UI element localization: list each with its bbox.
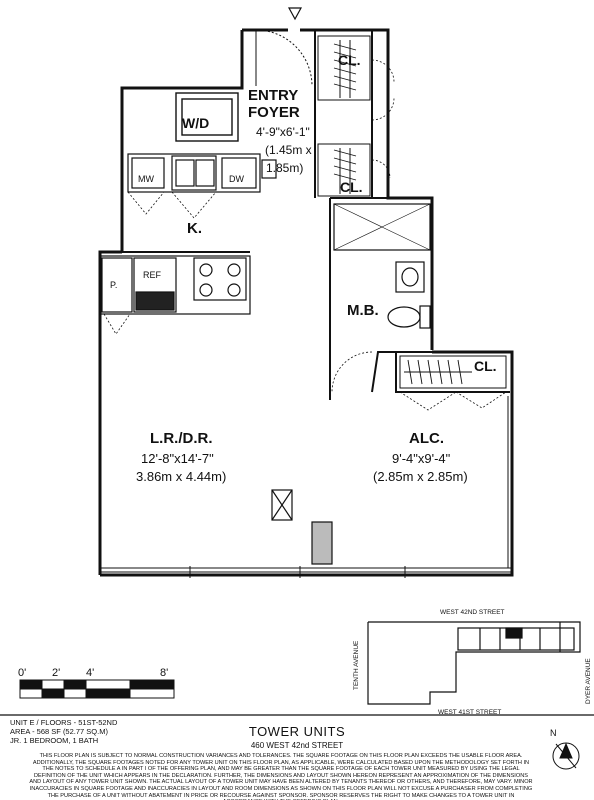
keyplan-east-avenue: DYER AVENUE: [585, 658, 592, 704]
hanger-marks: [333, 43, 357, 181]
hanger-marks-alcove: [407, 359, 463, 385]
interior-walls: [122, 30, 510, 400]
toilet: [387, 305, 431, 329]
alcove-dim-imperial: 9'-4"x9'-4": [392, 451, 451, 466]
building-address: 460 WEST 42nd STREET: [250, 741, 344, 750]
keyplan-south-street: WEST 41ST STREET: [438, 709, 501, 716]
closet-alcove-label: CL.: [474, 358, 497, 374]
entry-marker-icon: [287, 7, 303, 21]
footer: UNIT E / FLOORS - 51ST-52ND AREA - 568 S…: [0, 716, 594, 800]
column-shaft: [271, 489, 293, 521]
compass-icon: [552, 742, 580, 770]
bath-sink: [395, 261, 425, 293]
pantry-door-swing: [103, 313, 131, 335]
living-dining-dim-metric: 3.86m x 4.44m): [136, 469, 226, 484]
living-dining-name: L.R./D.R.: [150, 430, 213, 447]
scale-label-0: 0': [18, 667, 26, 679]
microwave-label: MW: [138, 174, 154, 184]
entry-door: [255, 29, 313, 87]
pantry-label: P.: [110, 280, 117, 290]
alcove-name: ALC.: [409, 430, 444, 447]
unit-type: JR. 1 BEDROOM, 1 BATH: [10, 736, 99, 745]
closet-top: [317, 35, 371, 101]
closet-top-label: CL.: [338, 52, 361, 68]
scale-bar: [19, 679, 175, 699]
bath-door-swing: [331, 351, 373, 393]
kitchen-counter-bottom: [99, 255, 251, 315]
building-title: TOWER UNITS: [248, 724, 346, 739]
entry-foyer-dim-1: 4'-9"x6'-1": [256, 125, 310, 139]
entry-foyer-dim-3: 1.85m): [266, 161, 303, 175]
alcove-closet-door-swing: [399, 391, 507, 411]
scale-label-4: 4': [86, 667, 94, 679]
keyplan-north-street: WEST 42ND STREET: [440, 609, 505, 616]
column-hatched: [311, 521, 333, 565]
closet-alcove: [399, 355, 507, 389]
unit-area: AREA - 568 SF (52.77 SQ.M): [10, 727, 108, 736]
bathtub: [333, 203, 431, 251]
compass-north-label: N: [550, 728, 557, 738]
scale-label-8: 8': [160, 667, 168, 679]
refrigerator-label: REF: [143, 270, 162, 280]
closet-door-swings: [371, 59, 395, 179]
entry-foyer-dim-2: (1.45m x: [265, 143, 312, 157]
washer-dryer-label: W/D: [182, 115, 209, 131]
kitchen-door-swings: [127, 191, 217, 219]
window-bottom: [100, 566, 512, 578]
alcove-dim-metric: (2.85m x 2.85m): [373, 469, 468, 484]
living-dining-dim-imperial: 12'-8"x14'-7": [141, 451, 214, 466]
scale-label-2: 2': [52, 667, 60, 679]
entry-foyer-name-2: FOYER: [248, 104, 300, 121]
key-plan: [367, 621, 581, 705]
entry-foyer-name-1: ENTRY: [248, 87, 298, 104]
closet-mid: [317, 143, 371, 197]
kitchen-counter-top: [127, 153, 277, 193]
unit-floors: UNIT E / FLOORS - 51ST-52ND: [10, 718, 118, 727]
washer-dryer: [175, 92, 239, 142]
disclaimer-text: THIS FLOOR PLAN IS SUBJECT TO NORMAL CON…: [29, 753, 533, 800]
master-bath-label: M.B.: [347, 302, 379, 319]
closet-mid-label: CL.: [340, 179, 363, 195]
keyplan-west-avenue: TENTH AVENUE: [353, 640, 360, 690]
kitchen-label: K.: [187, 220, 202, 237]
unit-info: UNIT E / FLOORS - 51ST-52ND AREA - 568 S…: [10, 718, 117, 745]
dishwasher-label: DW: [229, 174, 244, 184]
